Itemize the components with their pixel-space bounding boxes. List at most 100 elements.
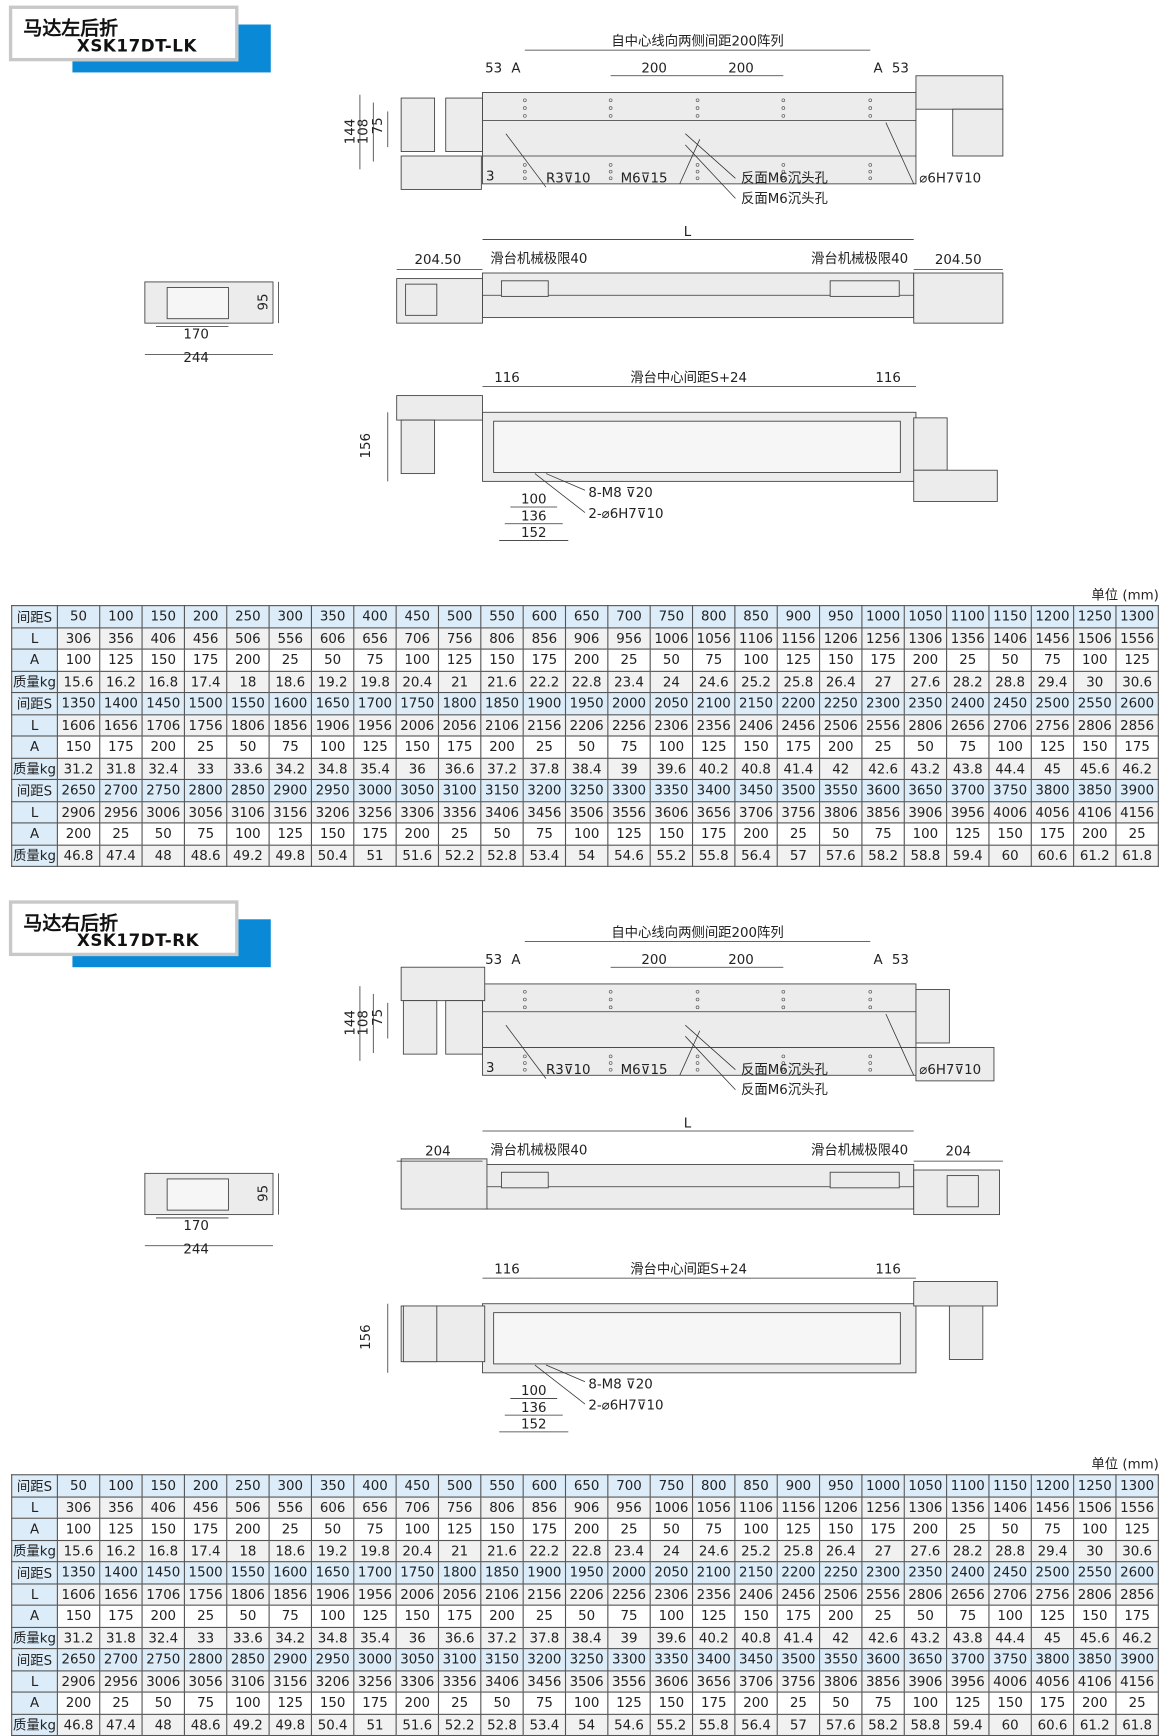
table-cell: 750 bbox=[649, 1474, 694, 1498]
table-cell: 22.2 bbox=[522, 1539, 567, 1563]
table-cell: 33.6 bbox=[226, 757, 270, 780]
table-cell: 40.2 bbox=[691, 1626, 736, 1650]
rail-top-view bbox=[482, 983, 917, 1076]
mounting-hole bbox=[608, 1005, 613, 1010]
m8-hole-label: 8-M8 ⊽20 bbox=[588, 486, 652, 501]
table-cell: 356 bbox=[99, 626, 143, 650]
table-cell: 1456 bbox=[1030, 626, 1075, 650]
table-cell: 40.8 bbox=[734, 1626, 778, 1650]
table-cell: 39.6 bbox=[649, 1626, 694, 1650]
dimension-3: 3 bbox=[486, 1061, 495, 1076]
leader-line bbox=[685, 1024, 736, 1071]
table-cell: 25 bbox=[268, 648, 313, 672]
table-cell: 52.2 bbox=[437, 844, 482, 867]
table-cell: 1750 bbox=[395, 1561, 440, 1584]
table-cell: 75 bbox=[691, 1517, 736, 1541]
table-cell: 200 bbox=[1073, 822, 1117, 846]
table-cell: 2000 bbox=[607, 691, 651, 715]
mechanical-limit-right: 滑台机械极限40 bbox=[811, 1142, 908, 1158]
table-cell: 125 bbox=[691, 735, 736, 759]
mounting-hole bbox=[868, 1005, 873, 1010]
table-cell: 55.2 bbox=[649, 1713, 694, 1736]
table-cell: 75 bbox=[353, 648, 397, 672]
table-cell: 75 bbox=[946, 735, 990, 759]
mounting-hole bbox=[695, 169, 700, 174]
table-cell: 1456 bbox=[1030, 1495, 1075, 1519]
mounting-hole bbox=[781, 114, 786, 118]
table-cell: 1300 bbox=[1115, 605, 1159, 628]
table-cell: 24 bbox=[649, 670, 694, 694]
table-cell: 32.4 bbox=[141, 1626, 185, 1650]
table-cell: 125 bbox=[268, 822, 313, 846]
rail-cover bbox=[493, 1312, 901, 1365]
table-cell: 52.2 bbox=[437, 1713, 482, 1736]
table-cell: 100 bbox=[56, 648, 101, 672]
table-cell: 2950 bbox=[310, 778, 355, 802]
table-cell: 200 bbox=[819, 1604, 863, 1628]
table-cell: 18 bbox=[226, 1539, 270, 1563]
table-cell: 54.6 bbox=[607, 1713, 651, 1736]
table-cell: 450 bbox=[395, 1474, 440, 1498]
table-cell: 31.8 bbox=[99, 757, 143, 780]
table-cell: 3150 bbox=[480, 778, 524, 802]
leader-line bbox=[885, 122, 915, 185]
table-cell: 175 bbox=[437, 735, 482, 759]
m6-hole-label: M6⊽15 bbox=[621, 172, 668, 187]
table-cell: 125 bbox=[946, 822, 990, 846]
table-cell: 3500 bbox=[776, 1648, 821, 1671]
table-cell: 1900 bbox=[522, 691, 567, 715]
table-cell: 1956 bbox=[353, 1582, 397, 1606]
row-label: L bbox=[11, 800, 58, 824]
table-cell: 50 bbox=[903, 1604, 948, 1628]
table-cell: 50 bbox=[480, 1691, 524, 1715]
table-cell: 2406 bbox=[734, 1582, 778, 1606]
table-cell: 57 bbox=[776, 844, 821, 867]
table-cell: 200 bbox=[56, 1691, 101, 1715]
table-cell: 200 bbox=[395, 1691, 440, 1715]
table-cell: 30 bbox=[1073, 1539, 1117, 1563]
dimension-A: A bbox=[511, 61, 521, 76]
table-cell: 45.6 bbox=[1073, 757, 1117, 780]
array-dimension-label: 自中心线向两侧间距200阵列 bbox=[611, 925, 783, 941]
mounting-hole bbox=[781, 1054, 786, 1059]
end-view-carriage bbox=[166, 1178, 229, 1211]
row-label: A bbox=[11, 822, 58, 846]
length-L: L bbox=[684, 225, 692, 240]
model-number: XSK17DT-RK bbox=[76, 930, 200, 951]
table-cell: 2906 bbox=[56, 1669, 101, 1693]
table-cell: 51.6 bbox=[395, 1713, 440, 1736]
table-cell: 3406 bbox=[480, 800, 524, 824]
table-cell: 3000 bbox=[353, 778, 397, 802]
table-cell: 75 bbox=[183, 822, 228, 846]
table-cell: 3506 bbox=[564, 1669, 609, 1693]
table-cell: 41.4 bbox=[776, 757, 821, 780]
table-cell: 150 bbox=[734, 735, 778, 759]
table-cell: 350 bbox=[310, 605, 355, 628]
table-cell: 2450 bbox=[988, 1561, 1032, 1584]
mounting-hole bbox=[523, 106, 527, 110]
table-cell: 2306 bbox=[649, 1582, 694, 1606]
table-cell: 175 bbox=[183, 1517, 228, 1541]
table-cell: 44.4 bbox=[988, 757, 1032, 780]
table-cell: 400 bbox=[353, 1474, 397, 1498]
end-block bbox=[915, 75, 1004, 110]
carriage-limit-left bbox=[500, 280, 549, 297]
table-cell: 46.8 bbox=[56, 844, 101, 867]
table-cell: 56.4 bbox=[734, 844, 778, 867]
table-cell: 706 bbox=[395, 1495, 440, 1519]
table-cell: 1200 bbox=[1030, 605, 1075, 628]
table-cell: 25 bbox=[607, 648, 651, 672]
row-label: A bbox=[11, 648, 58, 672]
table-cell: 75 bbox=[861, 1691, 905, 1715]
table-cell: 33 bbox=[183, 1626, 228, 1650]
table-cell: 18 bbox=[226, 670, 270, 694]
dimension-200: 200 bbox=[641, 61, 667, 76]
table-cell: 1400 bbox=[99, 691, 143, 715]
table-cell: 25 bbox=[99, 822, 143, 846]
table-cell: 1356 bbox=[946, 626, 990, 650]
table-cell: 150 bbox=[480, 1517, 524, 1541]
